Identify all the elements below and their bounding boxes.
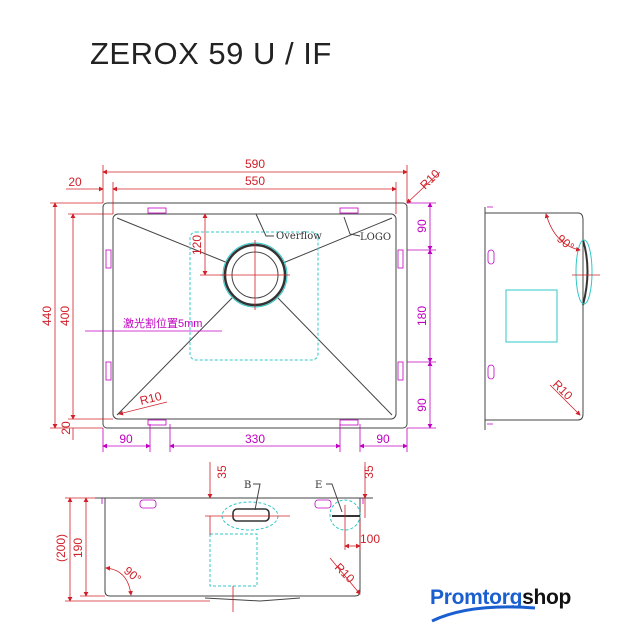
- dim-right-90-bottom: 90: [415, 398, 429, 412]
- overflow-label: Overflow: [276, 231, 322, 242]
- brand-part-1: Promtorg: [430, 586, 523, 609]
- front-view: 35 35 B E 100 (200) 190 90° R10: [54, 462, 380, 612]
- laser-cut-note: 激光割位置5mm: [123, 316, 202, 330]
- brand-part-2: shop: [522, 586, 572, 609]
- dim-190: 190: [71, 538, 85, 558]
- brand-logo: Promtorgshop: [430, 586, 571, 610]
- side-cutout: [505, 289, 558, 343]
- overflow-b: [232, 508, 270, 522]
- dim-440: 440: [40, 306, 54, 326]
- front-r10: R10: [332, 560, 358, 586]
- dim-right-180: 180: [415, 306, 429, 326]
- label-b: B: [244, 480, 251, 491]
- side-angle-90: 90°: [554, 232, 577, 255]
- side-view: 90° R10: [484, 206, 600, 430]
- dim-bottom-330: 330: [245, 432, 265, 446]
- dim-r10-inner: R10: [138, 389, 163, 408]
- sink-bowl-outline: [112, 213, 397, 420]
- dim-b-35: 35: [215, 465, 229, 479]
- cutout-area: [189, 231, 319, 361]
- dim-120: 120: [190, 235, 204, 255]
- dim-400: 400: [58, 306, 72, 326]
- logo-label: LOGO: [360, 232, 391, 243]
- top-view: 590 550 20 R10 440 400 20 120 90 180 90: [40, 157, 443, 452]
- label-e: E: [315, 480, 322, 491]
- dim-bottom-90-left: 90: [119, 432, 133, 446]
- dim-right-90-top: 90: [415, 219, 429, 233]
- dim-550: 550: [245, 174, 265, 188]
- sink-outer-outline: [102, 202, 408, 429]
- brand-swoosh: [431, 605, 536, 623]
- side-r10: R10: [550, 377, 576, 403]
- drawing-title: ZEROX 59 U / IF: [90, 36, 332, 71]
- mounting-clips: [105, 207, 404, 426]
- dim-r10-corner: R10: [417, 166, 443, 192]
- front-cutout: [209, 533, 258, 587]
- dim-20: 20: [68, 175, 82, 189]
- dim-200: (200): [54, 534, 68, 562]
- front-angle-90: 90°: [121, 564, 144, 587]
- dim-590: 590: [245, 157, 265, 171]
- dim-20-bottom: 20: [59, 421, 73, 435]
- dim-e-35: 35: [362, 465, 376, 479]
- dim-bottom-90-right: 90: [376, 432, 390, 446]
- dim-100: 100: [360, 532, 380, 546]
